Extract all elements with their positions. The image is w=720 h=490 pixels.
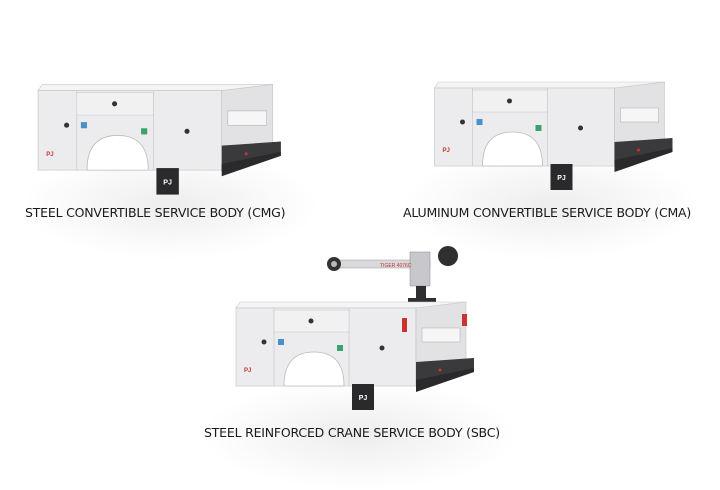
- product-link-cmg[interactable]: STEEL CONVERTIBLE SERVICE BODY (CMG): [25, 205, 286, 220]
- product-link-sbc[interactable]: STEEL REINFORCED CRANE SERVICE BODY (SBC…: [204, 425, 500, 440]
- product-card-sbc[interactable]: TIGER 4076C: [230, 240, 480, 412]
- service-body-image[interactable]: [430, 80, 680, 192]
- crane-service-body-image[interactable]: TIGER 4076C: [230, 240, 480, 412]
- crane-icon: TIGER 4076C: [327, 246, 458, 304]
- product-link-cma[interactable]: ALUMINUM CONVERTIBLE SERVICE BODY (CMA): [403, 205, 692, 220]
- product-card-cmg[interactable]: [36, 82, 286, 197]
- svg-text:TIGER 4076C: TIGER 4076C: [380, 263, 412, 269]
- product-card-cma[interactable]: [430, 80, 680, 192]
- service-body-image[interactable]: [36, 82, 286, 197]
